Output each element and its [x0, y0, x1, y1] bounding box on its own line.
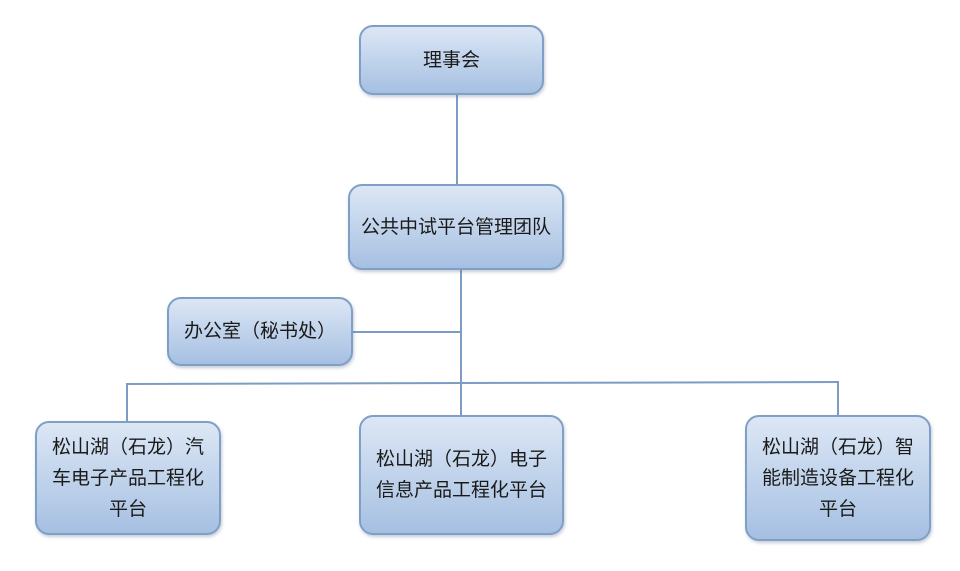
automotive-electronics-platform-label: 松山湖（石龙）汽车电子产品工程化平台	[51, 435, 204, 520]
electronic-information-platform-node: 松山湖（石龙）电子信息产品工程化平台	[359, 415, 564, 535]
electronic-information-platform-label: 松山湖（石龙）电子信息产品工程化平台	[375, 448, 547, 501]
board-node: 理事会	[359, 25, 544, 95]
management-team-node: 公共中试平台管理团队	[348, 184, 564, 270]
office-secretariat-node: 办公室（秘书处）	[167, 297, 353, 366]
intelligent-manufacturing-platform-label: 松山湖（石龙）智能制造设备工程化平台	[761, 435, 914, 520]
management-team-label: 公共中试平台管理团队	[360, 215, 551, 238]
office-secretariat-label: 办公室（秘书处）	[183, 320, 336, 342]
automotive-electronics-platform-node: 松山湖（石龙）汽车电子产品工程化平台	[35, 421, 221, 535]
intelligent-manufacturing-platform-node: 松山湖（石龙）智能制造设备工程化平台	[745, 415, 931, 541]
connector-horizontal-bus	[125, 380, 840, 386]
board-label: 理事会	[422, 48, 480, 71]
